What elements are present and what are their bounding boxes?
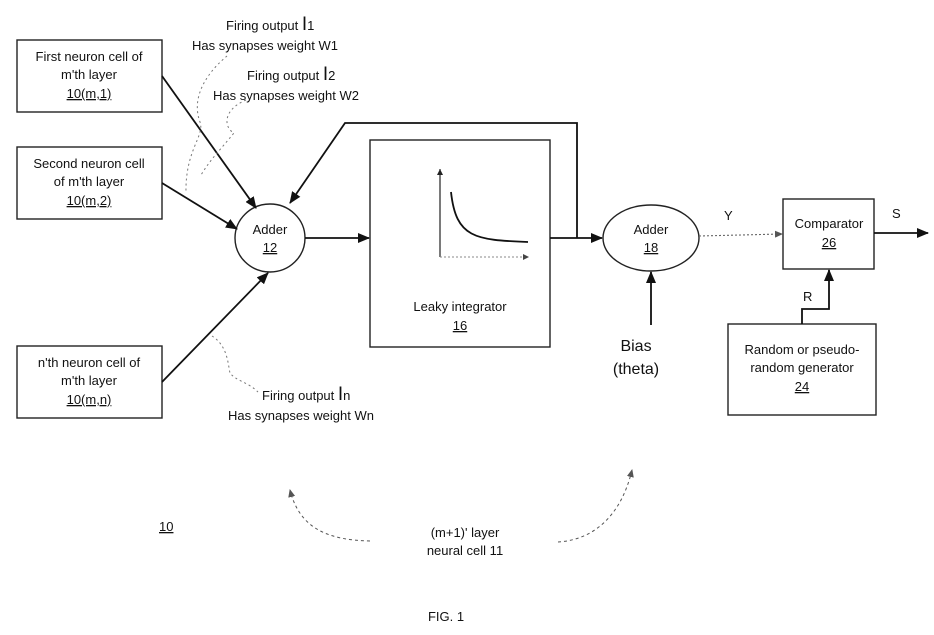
leaky-integrator-box: Leaky integrator 16 xyxy=(369,139,551,348)
firing-output-2-annotation: Firing output I2 Has synapses weight W2 xyxy=(213,64,359,103)
first-neuron-ref: 10(m,1) xyxy=(67,86,112,101)
adder-12-label: Adder xyxy=(253,222,288,237)
figure-caption: FIG. 1 xyxy=(428,609,464,624)
adder-12-ref: 12 xyxy=(263,240,277,255)
nth-neuron-ref: 10(m,n) xyxy=(67,392,112,407)
firing-output-1-annotation: Firing output I1 Has synapses weight W1 xyxy=(192,14,338,53)
bias-theta-label: (theta) xyxy=(613,361,659,378)
firing-output-n-annotation: Firing output In Has synapses weight Wn xyxy=(228,384,374,423)
y-signal-arrow xyxy=(698,230,783,238)
arrow-second-to-adder xyxy=(161,182,238,230)
random-gen-line1: Random or pseudo- xyxy=(745,342,860,357)
nth-neuron-line2: m'th layer xyxy=(61,373,118,388)
integrator-label: Leaky integrator xyxy=(413,299,507,314)
firing1-text: Firing output I1 xyxy=(226,14,314,35)
firingn-weight: Has synapses weight Wn xyxy=(228,408,374,423)
random-generator-box: Random or pseudo- random generator 24 xyxy=(727,323,877,416)
leader-firingn xyxy=(211,335,259,393)
arrow-first-to-adder xyxy=(161,75,257,209)
second-neuron-ref: 10(m,2) xyxy=(67,193,112,208)
feedback-arrow xyxy=(289,122,578,238)
s-label: S xyxy=(892,206,901,221)
bias-label: Bias xyxy=(620,338,651,355)
random-gen-line2: random generator xyxy=(750,360,854,375)
comparator-label: Comparator xyxy=(795,216,864,231)
comparator-ref: 26 xyxy=(822,235,836,250)
first-neuron-line2: m'th layer xyxy=(61,67,118,82)
second-neuron-box: Second neuron cell of m'th layer 10(m,2) xyxy=(16,146,163,220)
second-neuron-line2: of m'th layer xyxy=(54,174,125,189)
layer-arrow-right xyxy=(557,469,634,543)
layer-label-line2: neural cell 11 xyxy=(427,543,503,558)
arrow-nth-to-adder xyxy=(161,272,269,383)
integrator-ref: 16 xyxy=(453,318,467,333)
second-neuron-line1: Second neuron cell xyxy=(33,156,144,171)
y-label: Y xyxy=(724,208,733,223)
comparator-box: Comparator 26 xyxy=(782,198,875,270)
ref-10: 10 xyxy=(159,519,173,534)
firing2-text: Firing output I2 xyxy=(247,64,335,85)
adder-18-ref: 18 xyxy=(644,240,658,255)
layer-label-line1: (m+1)' layer xyxy=(431,525,500,540)
adder-18: Adder 18 xyxy=(602,204,700,272)
adder-12: Adder 12 xyxy=(234,203,306,273)
decay-curve-graphic xyxy=(437,169,529,260)
random-gen-ref: 24 xyxy=(795,379,809,394)
first-neuron-box: First neuron cell of m'th layer 10(m,1) xyxy=(16,39,163,113)
layer-arrow-left xyxy=(288,489,371,542)
firingn-text: Firing output In xyxy=(262,384,350,405)
r-label: R xyxy=(803,289,812,304)
firing1-weight: Has synapses weight W1 xyxy=(192,38,338,53)
r-signal-arrow xyxy=(801,269,834,324)
first-neuron-line1: First neuron cell of xyxy=(36,49,143,64)
adder-18-label: Adder xyxy=(634,222,669,237)
firing2-weight: Has synapses weight W2 xyxy=(213,88,359,103)
nth-neuron-box: n'th neuron cell of m'th layer 10(m,n) xyxy=(16,345,163,419)
leader-firing1 xyxy=(185,55,228,194)
nth-neuron-line1: n'th neuron cell of xyxy=(38,355,141,370)
